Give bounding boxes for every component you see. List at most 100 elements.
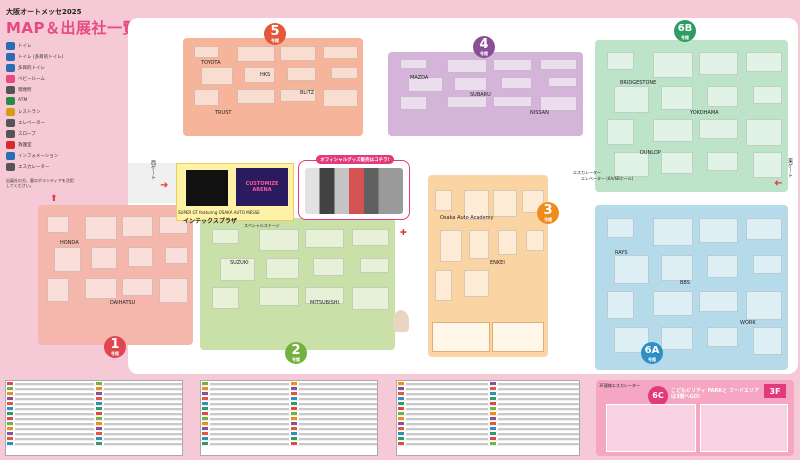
booth-block[interactable] (219, 257, 255, 282)
booth-block[interactable] (706, 327, 738, 347)
booth-block[interactable] (305, 286, 345, 304)
booth-block[interactable] (497, 229, 517, 256)
hall-6c-badge[interactable]: 6C (648, 386, 668, 406)
booth-block[interactable] (158, 277, 189, 303)
booth-block[interactable] (127, 247, 153, 267)
booth-label[interactable]: DUNLOP (640, 150, 661, 156)
booth-block[interactable] (614, 85, 650, 113)
booth-block[interactable] (660, 327, 694, 351)
booth-block[interactable] (660, 254, 694, 281)
booth-block[interactable] (244, 67, 275, 84)
hall-2-badge[interactable]: 2 号館 (285, 342, 307, 364)
booth-block[interactable] (121, 277, 153, 296)
booth-block[interactable] (699, 52, 738, 75)
booth-block[interactable] (446, 95, 488, 109)
booth-label[interactable]: Osaka Auto Academy (440, 215, 494, 221)
booth-block[interactable] (652, 52, 694, 78)
booth-label[interactable]: DAIHATSU (110, 300, 136, 306)
booth-block[interactable] (526, 229, 545, 252)
hall-4-badge[interactable]: 4 号館 (473, 36, 495, 58)
booth-block[interactable] (258, 286, 300, 307)
booth-block[interactable] (540, 95, 578, 111)
booth-block[interactable] (446, 58, 488, 73)
booth-block[interactable] (211, 286, 239, 310)
hall-6a-badge[interactable]: 6A 号館 (641, 342, 663, 364)
booth-block[interactable] (614, 254, 650, 285)
booth-block[interactable] (753, 254, 783, 275)
booth-block[interactable] (313, 257, 345, 277)
booth-block[interactable] (464, 269, 490, 297)
hall-1[interactable] (38, 205, 193, 345)
booth-label[interactable]: SUBARU (470, 92, 491, 98)
booth-label[interactable]: TOYOTA (201, 60, 221, 66)
booth-block[interactable] (280, 88, 317, 102)
booth-block[interactable] (193, 45, 219, 58)
booth-block[interactable] (464, 189, 490, 221)
booth-block[interactable] (266, 257, 300, 279)
booth-block[interactable] (606, 52, 634, 71)
west-gate-label[interactable]: 西ゲート (150, 160, 156, 180)
hall-6b[interactable] (595, 40, 788, 192)
hall-6a[interactable] (595, 205, 788, 370)
booth-block[interactable] (352, 228, 390, 246)
booth-block[interactable] (706, 152, 738, 171)
booth-block[interactable] (492, 189, 517, 217)
booth-block[interactable] (287, 67, 317, 82)
booth-label[interactable]: HONDA (60, 240, 79, 246)
booth-block[interactable] (753, 327, 783, 356)
east-gate-label[interactable]: 東ゲート (787, 158, 793, 178)
booth-block[interactable] (47, 216, 69, 233)
booth-block[interactable] (540, 58, 578, 70)
booth-block[interactable] (652, 218, 694, 247)
booth-block[interactable] (547, 77, 578, 88)
booth-block[interactable] (745, 52, 783, 72)
booth-block[interactable] (323, 88, 358, 107)
hall-6b-badge[interactable]: 6B 号館 (674, 20, 696, 42)
booth-block[interactable] (237, 88, 275, 104)
booth-block[interactable] (47, 277, 69, 302)
booth-block[interactable] (330, 67, 358, 80)
booth-block[interactable] (399, 95, 427, 110)
hall-5[interactable] (183, 38, 363, 136)
booth-block[interactable] (280, 45, 317, 61)
booth-block[interactable] (652, 290, 694, 316)
booth-label[interactable]: MITSUBISHI (310, 300, 339, 306)
booth-block[interactable] (53, 247, 82, 273)
booth-block[interactable] (121, 216, 153, 238)
booth-label[interactable]: BBS (680, 280, 690, 286)
booth-block[interactable] (753, 152, 783, 179)
booth-block[interactable] (606, 218, 634, 238)
booth-label[interactable]: WORK (740, 320, 756, 326)
booth-block[interactable] (407, 77, 443, 93)
booth-block[interactable] (359, 257, 390, 274)
booth-label[interactable]: HKS (260, 72, 271, 78)
booth-block[interactable] (468, 229, 490, 259)
hall-1-badge[interactable]: 1 号館 (104, 336, 126, 358)
booth-label[interactable]: BRIDGESTONE (620, 80, 657, 86)
hall-3-badge[interactable]: 3 号館 (537, 202, 559, 224)
booth-label[interactable]: MAZDA (410, 75, 429, 81)
booth-label[interactable]: BLITZ (300, 90, 315, 96)
booth-label[interactable]: TRUST (215, 110, 232, 116)
booth-block[interactable] (606, 119, 634, 145)
booth-block[interactable] (435, 189, 452, 212)
booth-block[interactable] (699, 290, 738, 313)
booth-block[interactable] (501, 77, 533, 89)
booth-block[interactable] (90, 247, 118, 270)
booth-block[interactable] (84, 216, 118, 240)
booth-block[interactable] (745, 290, 783, 321)
booth-block[interactable] (193, 88, 219, 106)
booth-block[interactable] (614, 152, 650, 177)
booth-block[interactable] (440, 229, 462, 263)
booth-block[interactable] (745, 119, 783, 147)
booth-block[interactable] (706, 254, 738, 278)
booth-block[interactable] (237, 45, 275, 63)
booth-block[interactable] (493, 58, 533, 72)
booth-label[interactable]: YOKOHAMA (690, 110, 719, 116)
booth-block[interactable] (753, 85, 783, 104)
hall-5-badge[interactable]: 5 号館 (264, 23, 286, 45)
booth-block[interactable] (211, 228, 239, 245)
booth-block[interactable] (493, 95, 533, 107)
booth-block[interactable] (699, 218, 738, 243)
booth-block[interactable] (699, 119, 738, 139)
